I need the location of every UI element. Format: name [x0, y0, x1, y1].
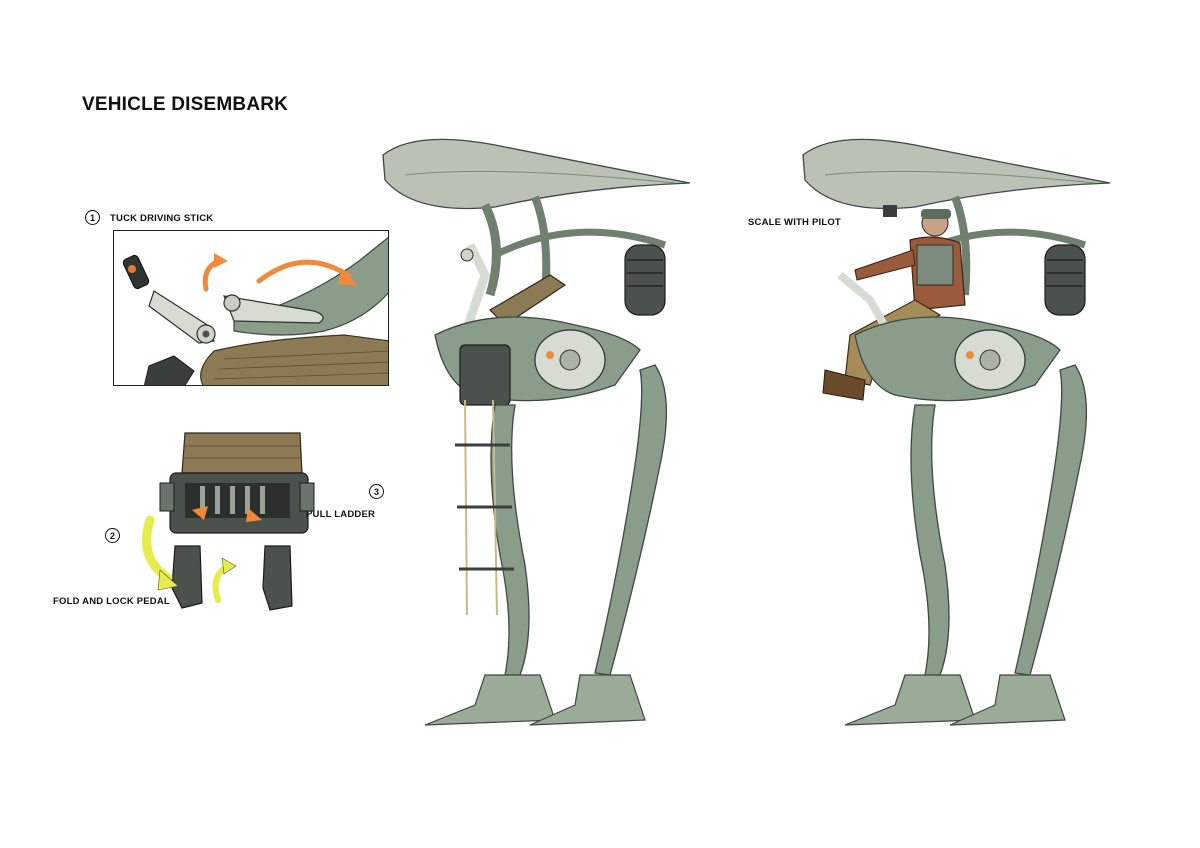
tuck-stick-illustration [122, 236, 388, 385]
step-2-label: FOLD AND LOCK PEDAL [53, 596, 170, 607]
pedal-ladder-illustration [142, 432, 315, 611]
walker-with-ladder [382, 138, 691, 726]
step-3-number: 3 [369, 484, 384, 499]
step-2-number: 2 [105, 528, 120, 543]
scale-with-pilot-label: SCALE WITH PILOT [748, 217, 841, 228]
step-3-label: PULL LADDER [306, 509, 376, 520]
walker-with-pilot [802, 138, 1111, 726]
page-title: VEHICLE DISEMBARK [82, 94, 289, 115]
step-1-label: TUCK DRIVING STICK [110, 213, 214, 224]
step-1-number: 1 [85, 210, 100, 225]
tuck-stick-inset [113, 230, 389, 386]
